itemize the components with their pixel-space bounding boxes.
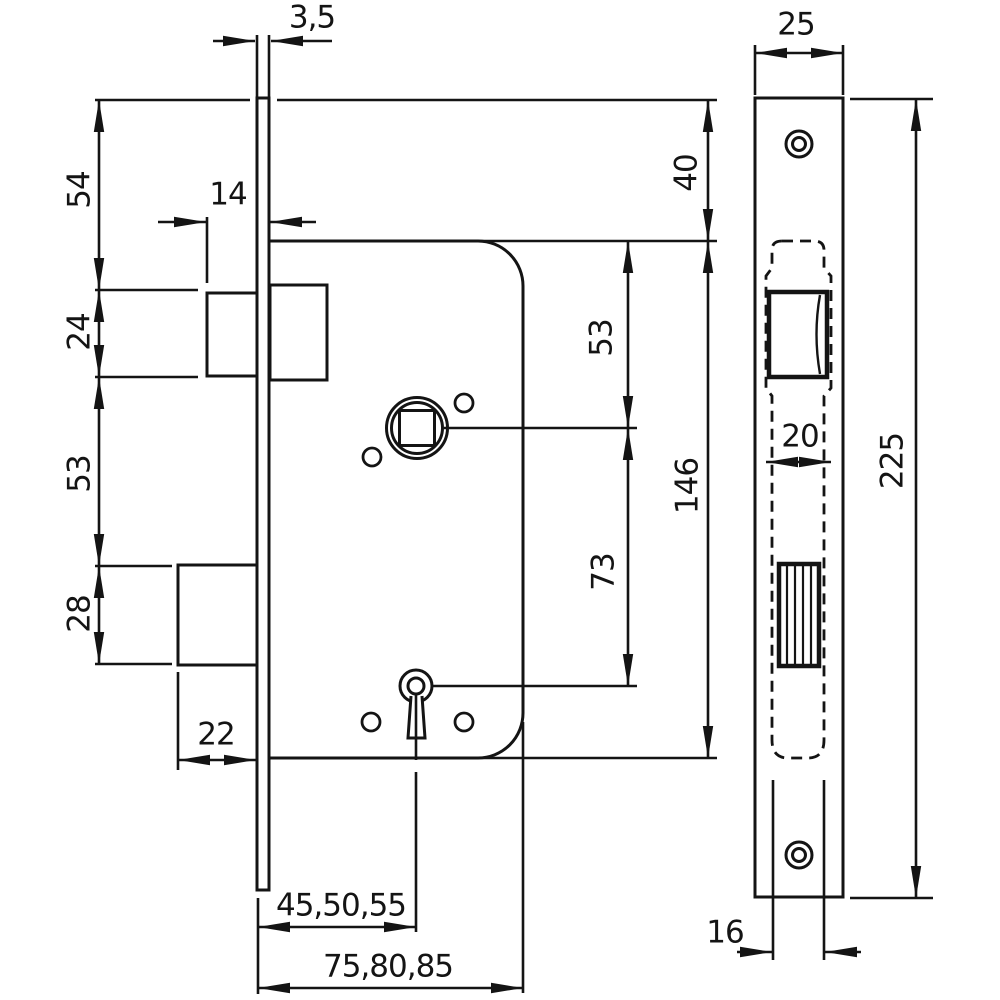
latch-body-side xyxy=(268,283,329,382)
dim-label-faceplate-width: 25 xyxy=(777,6,815,43)
spindle-hub xyxy=(385,396,449,460)
dim-label-latch-height: 24 xyxy=(61,313,98,351)
dim-label-latch-width: 20 xyxy=(781,418,819,455)
rivet-post xyxy=(453,392,475,414)
deadbolt-front xyxy=(776,561,822,669)
faceplate-front xyxy=(753,96,845,899)
latch-front xyxy=(766,289,830,380)
screw-hole-bottom xyxy=(784,840,814,870)
faceplate-side xyxy=(255,96,271,892)
screw-hole-top xyxy=(784,129,814,159)
dim-label-spindle-to-keyhole: 73 xyxy=(585,553,622,591)
dim-label-faceplate-thickness: 3,5 xyxy=(288,0,336,36)
rivet-post xyxy=(361,446,383,468)
hidden-case-outline xyxy=(764,239,833,760)
spindle-square-hole xyxy=(398,409,436,447)
front-view-dimension-lines xyxy=(737,45,933,960)
dim-label-latch-protrusion: 14 xyxy=(209,176,247,213)
side-view xyxy=(176,96,525,892)
dim-label-case-height: 146 xyxy=(669,457,706,515)
latch-bolt-side xyxy=(205,291,259,378)
side-view-dimension-lines xyxy=(93,35,717,994)
dim-label-backset-options: 45,50,55 xyxy=(275,887,407,924)
dim-label-deadbolt-throw: 22 xyxy=(197,716,235,753)
dim-label-case-depth-options: 75,80,85 xyxy=(322,948,454,985)
dim-label-deadbolt-height: 28 xyxy=(61,595,98,633)
lock-case-outline xyxy=(269,239,525,760)
dim-label-case-top-to-spindle: 53 xyxy=(583,319,620,357)
dim-label-plate-top-to-latch: 54 xyxy=(61,171,98,209)
dim-label-latch-to-deadbolt: 53 xyxy=(61,455,98,493)
dim-label-plate-top-to-case-top: 40 xyxy=(668,154,705,192)
deadbolt-serration-lines xyxy=(785,566,813,664)
front-view xyxy=(753,96,845,899)
dim-label-faceplate-height: 225 xyxy=(874,432,911,490)
dim-label-case-thickness: 16 xyxy=(706,914,744,951)
deadbolt-side xyxy=(176,563,259,667)
rivet-post xyxy=(453,711,475,733)
rivet-post xyxy=(360,711,382,733)
latch-bevel-line xyxy=(815,294,822,375)
